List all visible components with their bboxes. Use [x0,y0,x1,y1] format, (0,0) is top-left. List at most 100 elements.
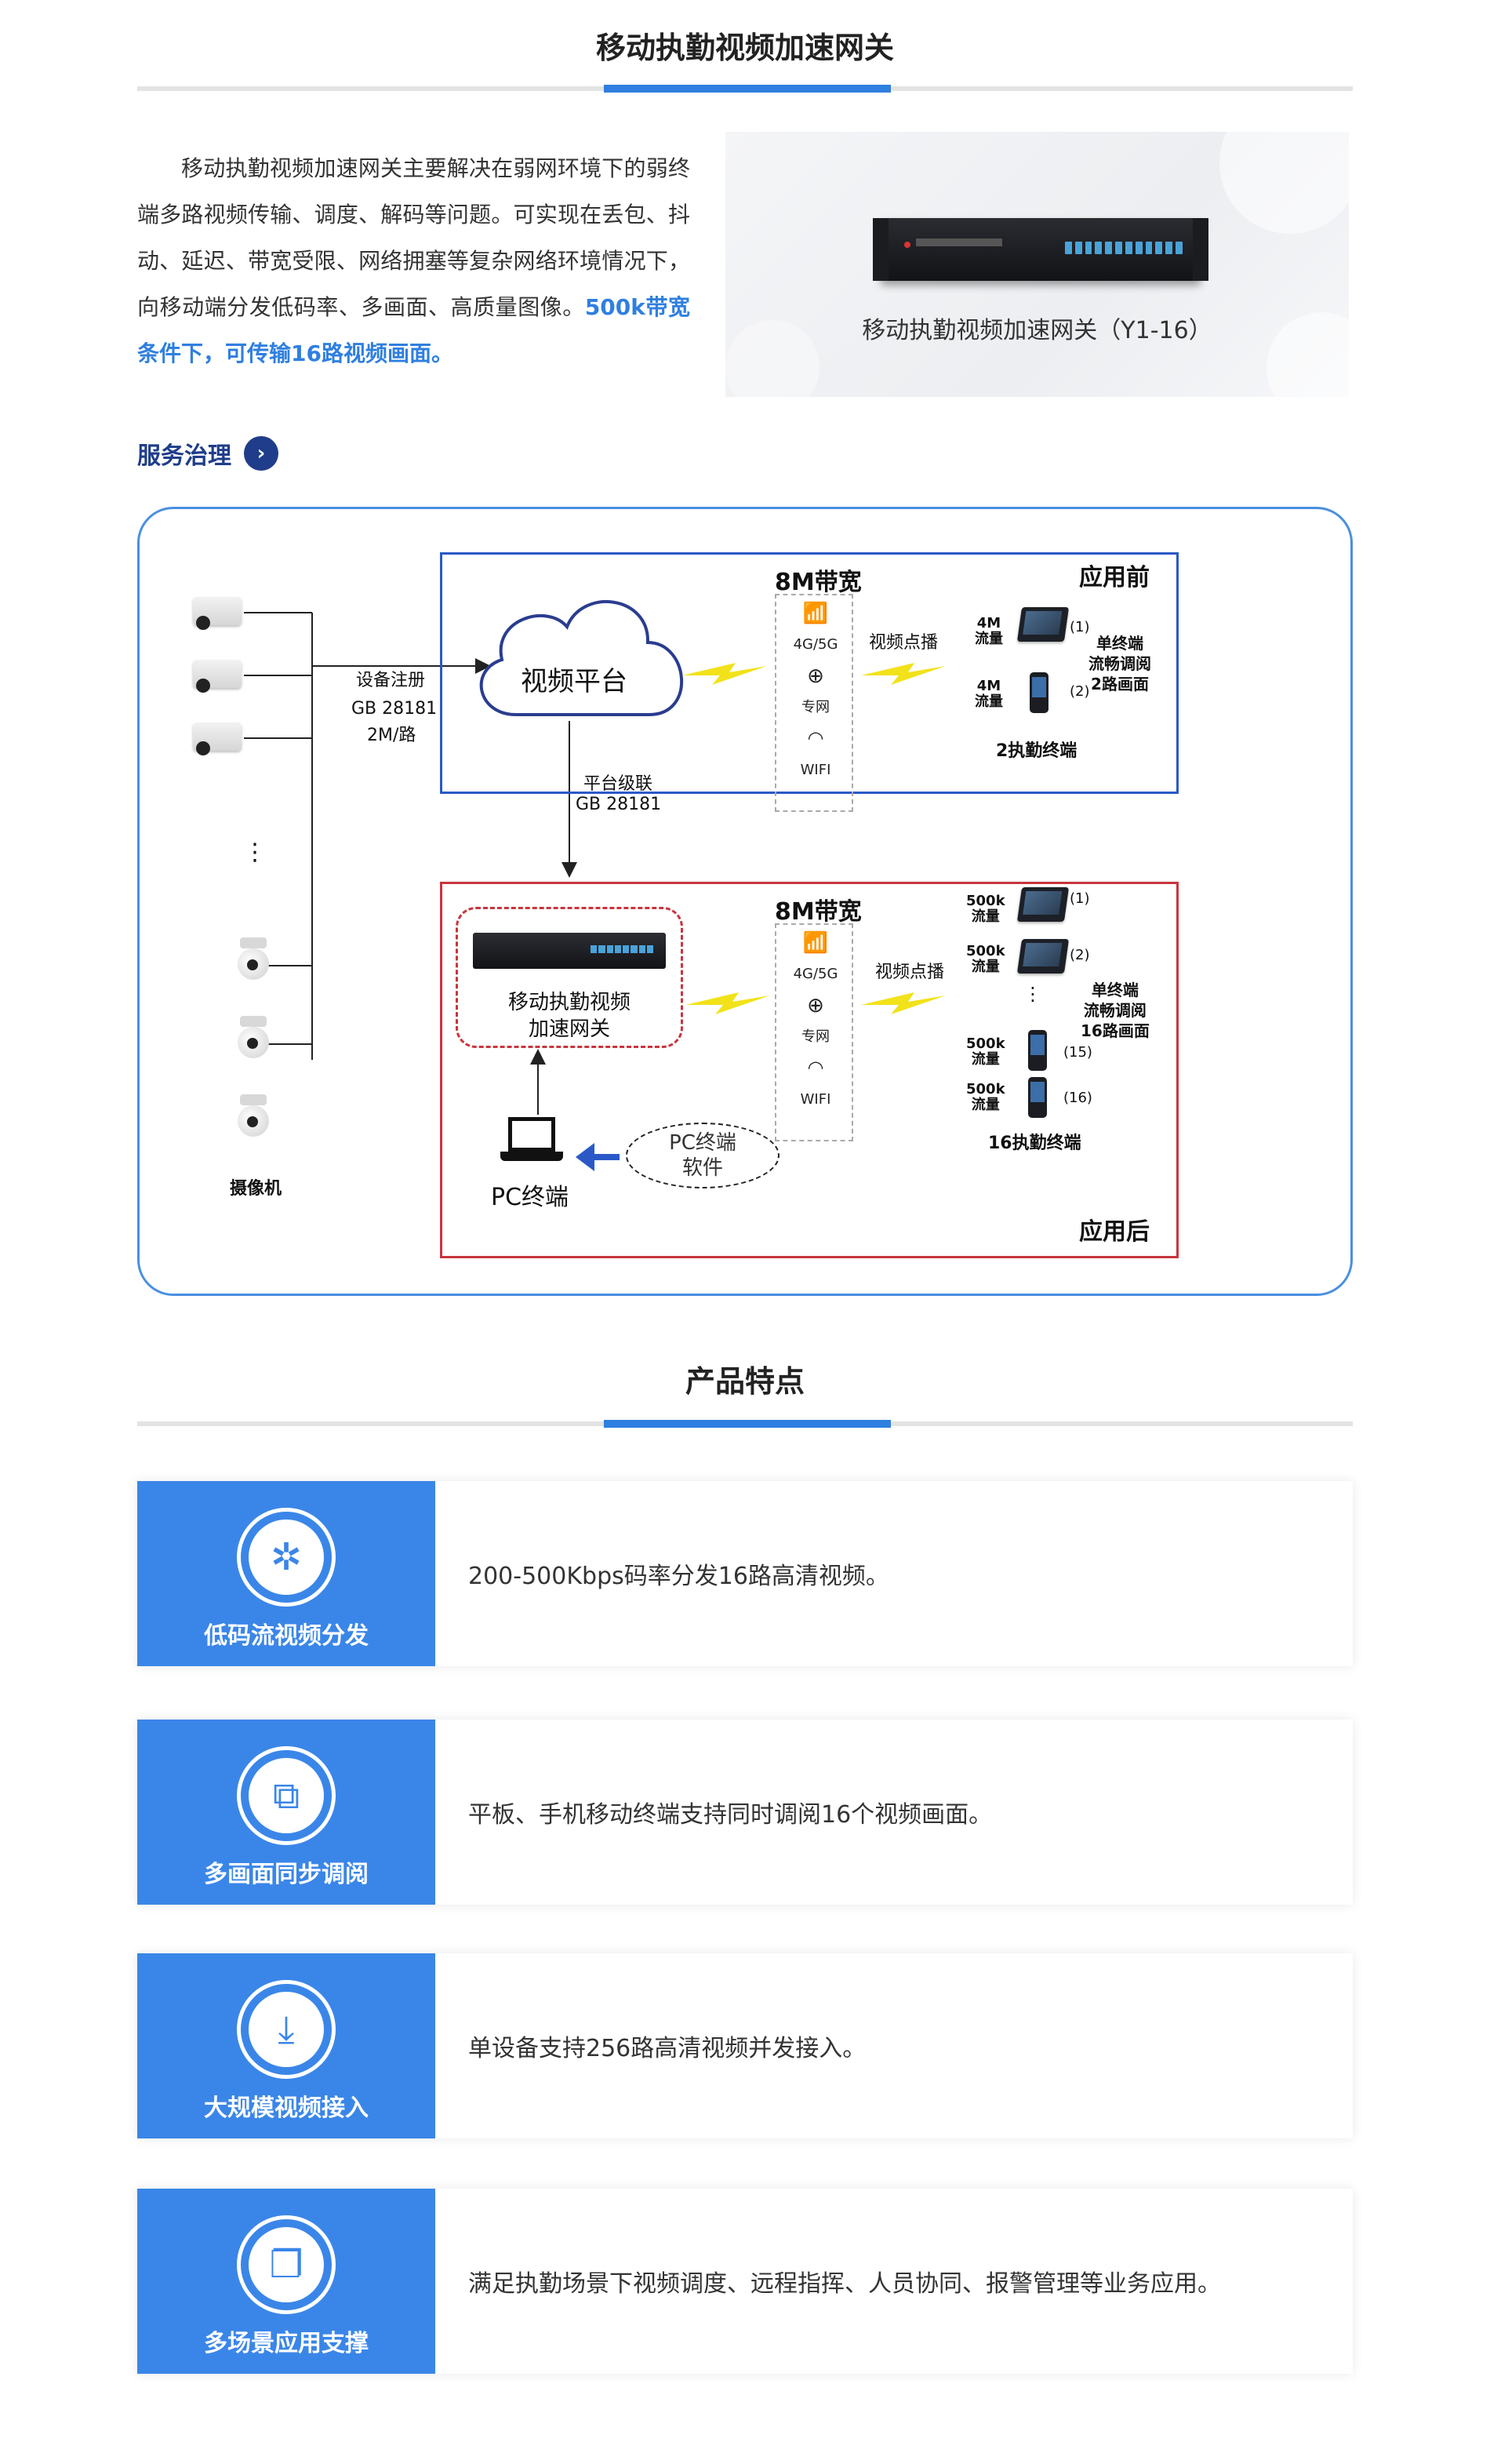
feature-name: 低码流视频分发 [204,1622,369,1650]
feature-name: 多场景应用支撑 [204,2330,369,2357]
dome-camera-icon [234,937,273,985]
intro-paragraph: 移动执勤视频加速网关主要解决在弱网环境下的弱终端多路视频传输、调度、解码等问题。… [137,145,690,377]
feature-desc: 200-500Kbps码率分发16路高清视频。 [468,1563,889,1590]
expand-icon: ⧉ [237,1746,336,1845]
gateway-device-image [873,218,1208,281]
bullet-camera-icon [193,597,242,630]
pc-software-bubble: PC终端 软件 [626,1123,780,1188]
cascade-label: 平台级联 [583,774,653,794]
feature-side: ✲ 低码流视频分发 [137,1481,435,1666]
gb-label: GB 28181 [351,699,438,719]
after-application-box [440,882,1179,1258]
product-caption: 移动执勤视频加速网关（Y1-16） [862,317,1212,344]
architecture-diagram: ⋮ 摄像机 设备注册 GB 28181 2M/路 视频平台 平台级联 GB 28… [137,507,1353,1296]
bullet-camera-icon [193,722,242,755]
terminals-ellipsis: ⋮ [1023,983,1042,1005]
top-desc: 单终端 流畅调阅 2路画面 [1088,634,1151,693]
net-private-label: 专网 [801,699,830,715]
top-count-label: 2执勤终端 [996,741,1078,761]
bottom-vod-label: 视频点播 [875,963,945,982]
flow-label: 500k 流量 [966,1081,1005,1113]
features-title: 产品特点 [685,1364,805,1399]
network-nodes-icon: ✲ [237,1508,336,1607]
diagram-lines [244,600,946,1171]
signal-tower-icon: 📶 [802,602,829,625]
chevron-right-icon: › [244,436,278,471]
feature-desc: 平板、手机移动终端支持同时调阅16个视频画面。 [468,1801,993,1829]
terminal-index: (15) [1063,1044,1092,1061]
cameras-label: 摄像机 [230,1179,282,1199]
signal-tower-icon: 📶 [802,931,829,955]
flow-label: 500k 流量 [966,893,1005,925]
before-application-box [440,552,1179,794]
cameras-ellipsis: ⋮ [243,839,267,866]
page-title: 移动执勤视频加速网关 [595,31,894,65]
net-private-label: 专网 [801,1028,830,1045]
globe-icon: ⊕ [807,664,824,688]
flow-label: 500k 流量 [966,1035,1005,1068]
flow-label: 4M 流量 [975,615,1003,647]
phone-icon [1028,1030,1047,1071]
gateway-highlight [456,907,683,1048]
tablet-icon [1016,887,1070,922]
feature-card: ✲ 低码流视频分发 200-500Kbps码率分发16路高清视频。 [137,1481,1353,1666]
bottom-bandwidth-label: 8M带宽 [775,898,862,926]
dome-camera-icon [234,1094,273,1141]
service-label: 服务治理 [137,442,231,470]
phone-icon [1028,1077,1047,1118]
feature-card: ⧉ 多画面同步调阅 平板、手机移动终端支持同时调阅16个视频画面。 [137,1720,1353,1905]
top-vod-label: 视频点播 [869,633,939,653]
feature-card: ⤓ 大规模视频接入 单设备支持256路高清视频并发接入。 [137,1953,1353,2138]
net-wifi-label: WIFI [800,1091,831,1108]
before-label: 应用前 [1079,564,1150,591]
tablet-icon [1016,607,1070,642]
dome-camera-icon [234,1016,273,1063]
pc-software-label: PC终端 软件 [669,1131,736,1180]
register-label: 设备注册 [356,671,426,690]
bitrate-label: 2M/路 [367,726,416,745]
feature-side: ⤓ 大规模视频接入 [137,1953,435,2138]
service-governance-link[interactable]: 服务治理 › [137,436,278,471]
terminal-index: (2) [1070,683,1090,700]
intro-highlight: 500k带宽条件下，可传输16路视频画面。 [137,294,690,366]
bottom-count-label: 16执勤终端 [988,1134,1081,1153]
terminal-index: (2) [1070,947,1090,963]
bottom-desc: 单终端 流畅调阅 16路画面 [1081,981,1150,1040]
terminal-index: (1) [1070,890,1090,907]
globe-icon: ⊕ [807,994,824,1017]
video-platform-label: 视频平台 [521,666,627,697]
feature-side: ⧉ 多画面同步调阅 [137,1720,435,1905]
tablet-icon [1016,939,1070,974]
feature-desc: 满足执勤场景下视频调度、远程指挥、人员协同、报警管理等业务应用。 [468,2270,1221,2298]
wifi-icon: ◠ [807,1057,824,1079]
bottom-network-column: 📶 4G/5G ⊕ 专网 ◠ WIFI [775,923,853,1141]
net-wifi-label: WIFI [800,762,831,778]
pc-terminal-label: PC终端 [491,1184,569,1211]
download-icon: ⤓ [237,1980,336,2079]
feature-name: 大规模视频接入 [204,2095,369,2122]
top-bandwidth-label: 8M带宽 [775,569,862,596]
layers-icon: ❐ [237,2215,336,2314]
intro-text: 移动执勤视频加速网关主要解决在弱网环境下的弱终端多路视频传输、调度、解码等问题。… [137,155,690,320]
bullet-camera-icon [193,660,242,693]
after-label: 应用后 [1079,1218,1150,1246]
title-accent-bar [604,85,891,93]
feature-desc: 单设备支持256路高清视频并发接入。 [468,2035,867,2062]
title-accent-bar [604,1420,891,1428]
laptop-icon [500,1117,563,1172]
feature-card: ❐ 多场景应用支撑 满足执勤场景下视频调度、远程指挥、人员协同、报警管理等业务应… [137,2189,1353,2374]
cascade-gb-label: GB 28181 [576,795,662,814]
terminal-index: (1) [1070,619,1090,635]
gateway-label: 移动执勤视频 加速网关 [507,991,631,1041]
net-4g-label: 4G/5G [793,966,838,982]
flow-label: 500k 流量 [966,943,1005,975]
phone-icon [1030,672,1048,713]
decorative-background [725,132,1349,397]
flow-label: 4M 流量 [975,678,1003,710]
wifi-icon: ◠ [807,727,824,749]
terminal-index: (16) [1063,1090,1092,1106]
top-network-column: 📶 4G/5G ⊕ 专网 ◠ WIFI [775,594,853,812]
net-4g-label: 4G/5G [793,636,838,653]
feature-side: ❐ 多场景应用支撑 [137,2189,435,2374]
feature-name: 多画面同步调阅 [204,1861,369,1888]
